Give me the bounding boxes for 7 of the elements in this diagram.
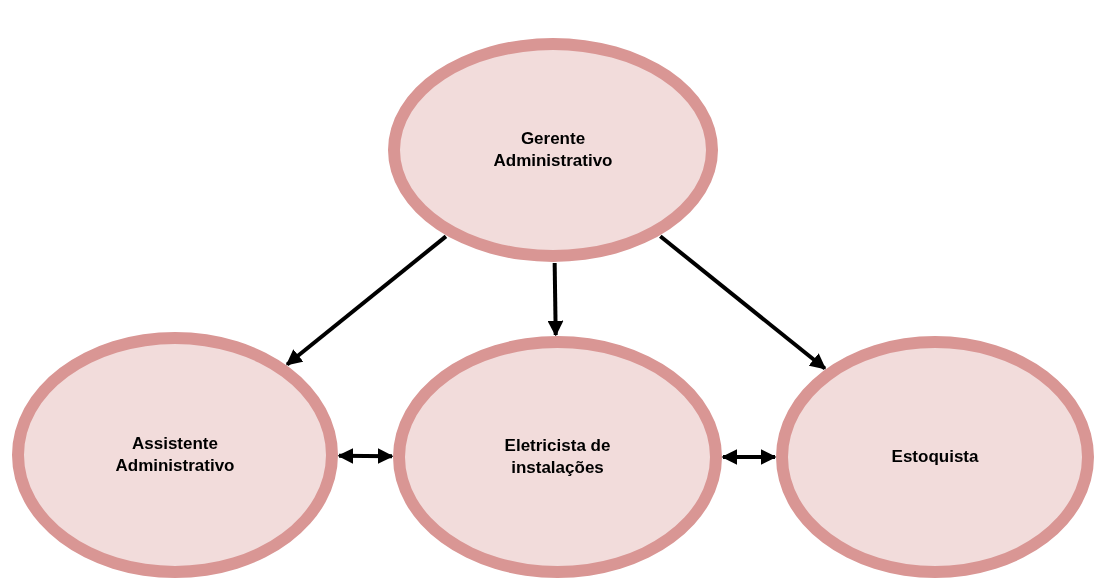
arrow (337, 447, 394, 465)
role-label: Estoquista (891, 446, 979, 468)
role-label: Assistente Administrativo (114, 433, 236, 477)
arrow (547, 262, 564, 337)
role-label: Gerente Administrativo (492, 128, 614, 172)
role-label: Eletricista de instalações (503, 435, 612, 479)
arrow (721, 449, 777, 465)
